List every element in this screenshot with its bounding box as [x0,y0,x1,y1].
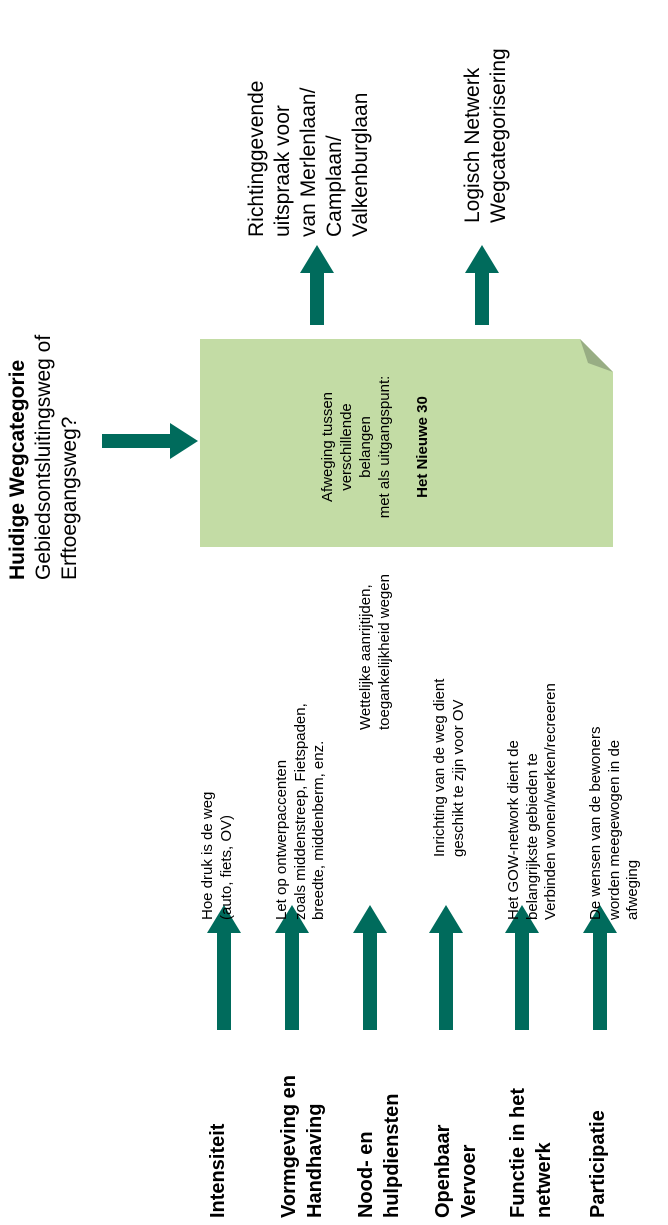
factor-description-vormgeving: Let op ontwerpaccenten zoals middenstree… [273,703,327,920]
factor-label-nooddiensten: Nood- en hulpdiensten [355,1093,403,1218]
up-arrow-icon-output-netwerk [465,245,499,325]
up-arrow-icon-vormgeving [275,905,309,1030]
header-block: Huidige Wegcategorie Gebiedsontsluitings… [5,335,83,580]
factor-label-participatie: Participatie [587,1110,609,1218]
factor-description-nooddiensten: Wettelijke aanrijtijden, toegankelijkhei… [357,574,393,730]
factor-description-functie-netwerk: Het GOW-network dient de belangrijkste g… [505,683,559,920]
factor-description-participatie: De wensen van de bewoners worden meegewo… [587,726,641,920]
factor-description-intensiteit: Hoe druk is de weg (auto, fiets, OV) [199,791,235,920]
header-subtitle-line1: Gebiedsontsluitingsweg of [32,334,55,580]
up-arrow-icon-nooddiensten [353,905,387,1030]
factor-label-vormgeving: Vormgeving en Handhaving [278,1075,326,1218]
weighing-note: Afweging tussen verschillende belangen m… [200,339,613,547]
weighing-note-emphasis: Het Nieuwe 30 [414,396,431,498]
note-fold [580,339,613,372]
up-arrow-icon-openbaar-vervoer [429,905,463,1030]
up-arrow-icon-output-uitspraak [300,245,334,325]
header-subtitle-line2: Erftoegangsweg? [58,416,81,580]
up-arrow-icon-participatie [583,905,617,1030]
right-arrow-icon [102,423,198,459]
factor-label-openbaar-vervoer: Openbaar Vervoer [432,1124,480,1218]
factor-label-intensiteit: Intensiteit [207,1123,229,1218]
factor-description-openbaar-vervoer: Inrichting van de weg dient geschikt te … [431,678,467,857]
up-arrow-icon-functie-netwerk [505,905,539,1030]
weighing-note-text: Afweging tussen verschillende belangen m… [318,347,432,547]
output-logisch-netwerk: Logisch Netwerk Wegcategorisering [461,48,510,223]
up-arrow-icon-intensiteit [207,905,241,1030]
header-title: Huidige Wegcategorie [6,359,29,580]
output-richtinggevende-uitspraak: Richtinggevende uitspraak voor van Merle… [245,80,372,237]
note-background [200,339,613,547]
factor-label-functie-netwerk: Functie in het netwerk [507,1088,555,1218]
